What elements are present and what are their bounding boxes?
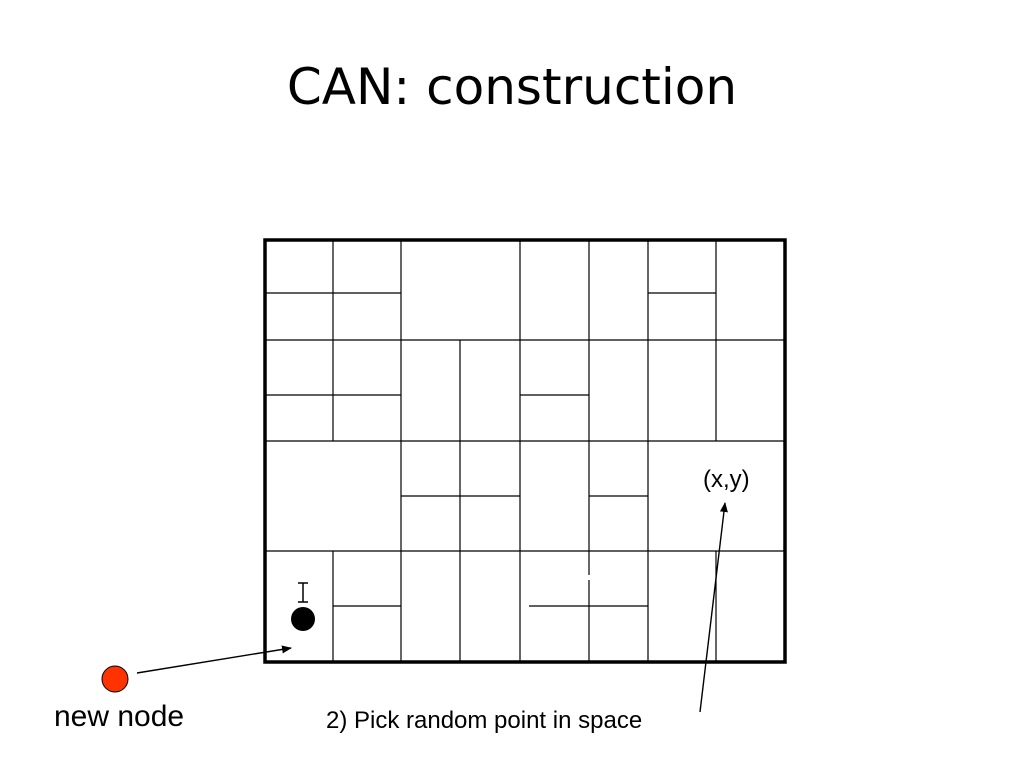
coordinate-space-boundary xyxy=(263,238,787,664)
random-point-label: (x,y) xyxy=(703,466,750,493)
bootstrap-node-icon xyxy=(291,582,315,631)
random-point-arrow xyxy=(699,502,728,713)
step-caption: 2) Pick random point in space xyxy=(326,707,643,734)
zone-partitions xyxy=(265,240,785,662)
new-node-label: new node xyxy=(54,700,185,733)
new-node-icon xyxy=(101,665,129,693)
join-arrow xyxy=(136,645,292,674)
slide-title: CAN: construction xyxy=(286,58,738,116)
